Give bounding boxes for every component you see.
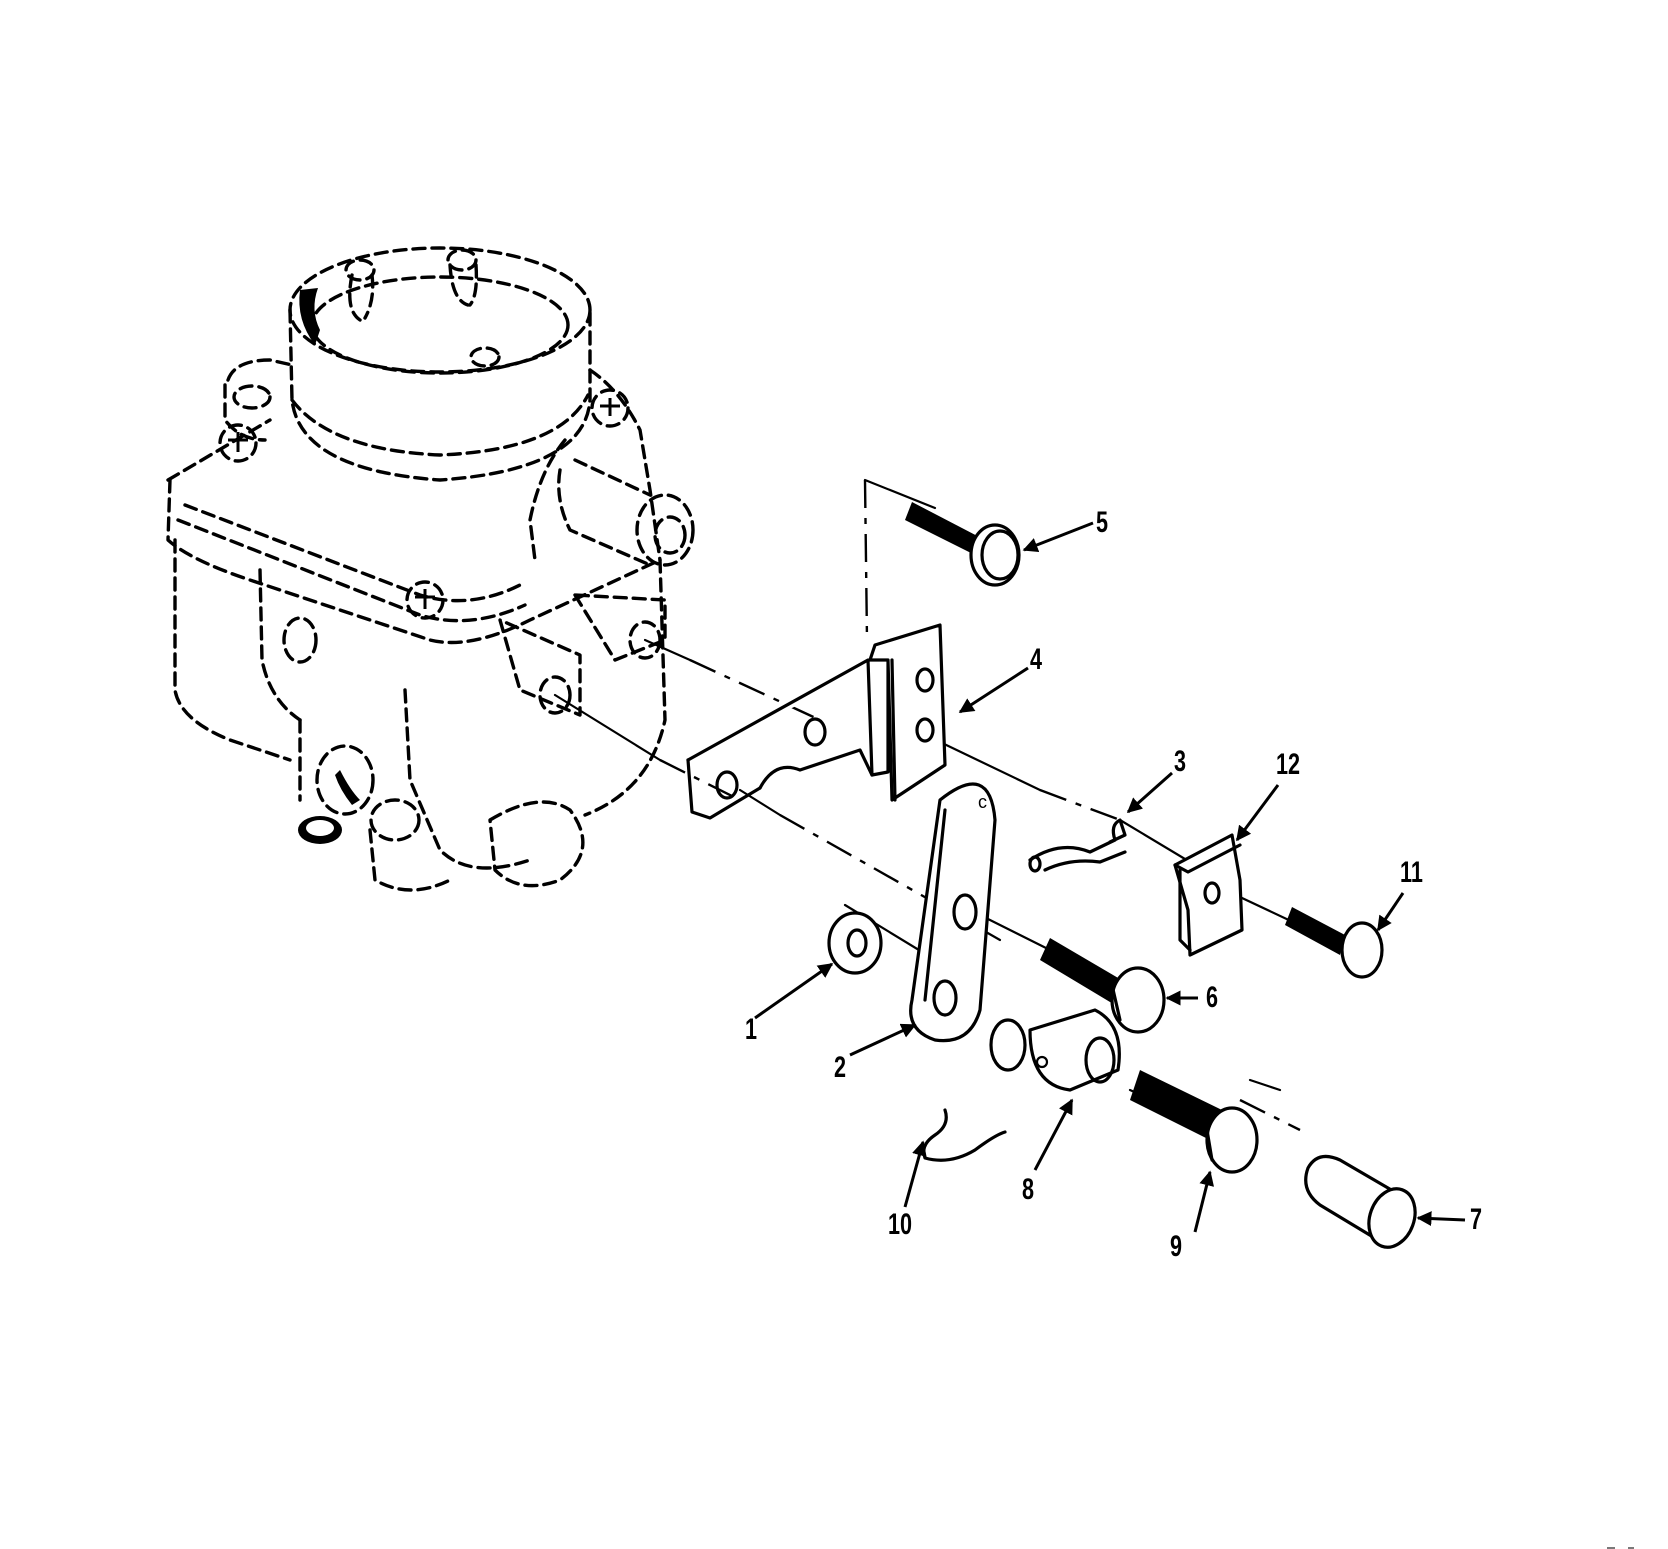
- callout-12: 12: [1276, 748, 1301, 781]
- callout-4: 4: [1030, 643, 1043, 676]
- part-8-swivel-stop: [989, 1008, 1121, 1092]
- corner-mark: [1628, 1547, 1634, 1549]
- callout-11: 11: [1400, 856, 1423, 889]
- callout-7: 7: [1470, 1203, 1483, 1236]
- part-5-flanged-bolt: [905, 502, 1021, 587]
- part-11-short-bolt: [1285, 907, 1384, 979]
- part-6-hex-bolt: [1040, 938, 1166, 1034]
- part-4-bracket: [686, 623, 947, 820]
- callout-8: 8: [1022, 1173, 1035, 1206]
- screw-head-icon: [590, 388, 630, 428]
- callout-6: 6: [1206, 981, 1219, 1014]
- callout-1: 1: [745, 1013, 758, 1046]
- callout-5: 5: [1096, 506, 1109, 539]
- screw-head-icon: [218, 423, 258, 463]
- carburetor-outline: [166, 246, 695, 892]
- part-3-wire-clip: [1028, 818, 1127, 873]
- callout-3: 3: [1174, 745, 1187, 778]
- callout-10: 10: [888, 1208, 913, 1241]
- part-1-washer: [827, 911, 883, 975]
- knurled-screw-icon: [298, 816, 342, 844]
- part-9-long-bolt: [1130, 1070, 1259, 1174]
- callout-2: 2: [834, 1051, 847, 1084]
- callout-9: 9: [1170, 1230, 1183, 1263]
- svg-text:c: c: [978, 792, 987, 812]
- corner-mark: [1607, 1547, 1615, 1549]
- leader-lines: [754, 521, 1466, 1233]
- part-7-cap: [1304, 1154, 1417, 1249]
- part-12-clip-nut: [1173, 833, 1244, 957]
- part-2-link-plate: c: [909, 782, 997, 1043]
- screw-head-icon: [405, 580, 445, 620]
- part-10-hairpin-clip: [922, 1108, 1007, 1162]
